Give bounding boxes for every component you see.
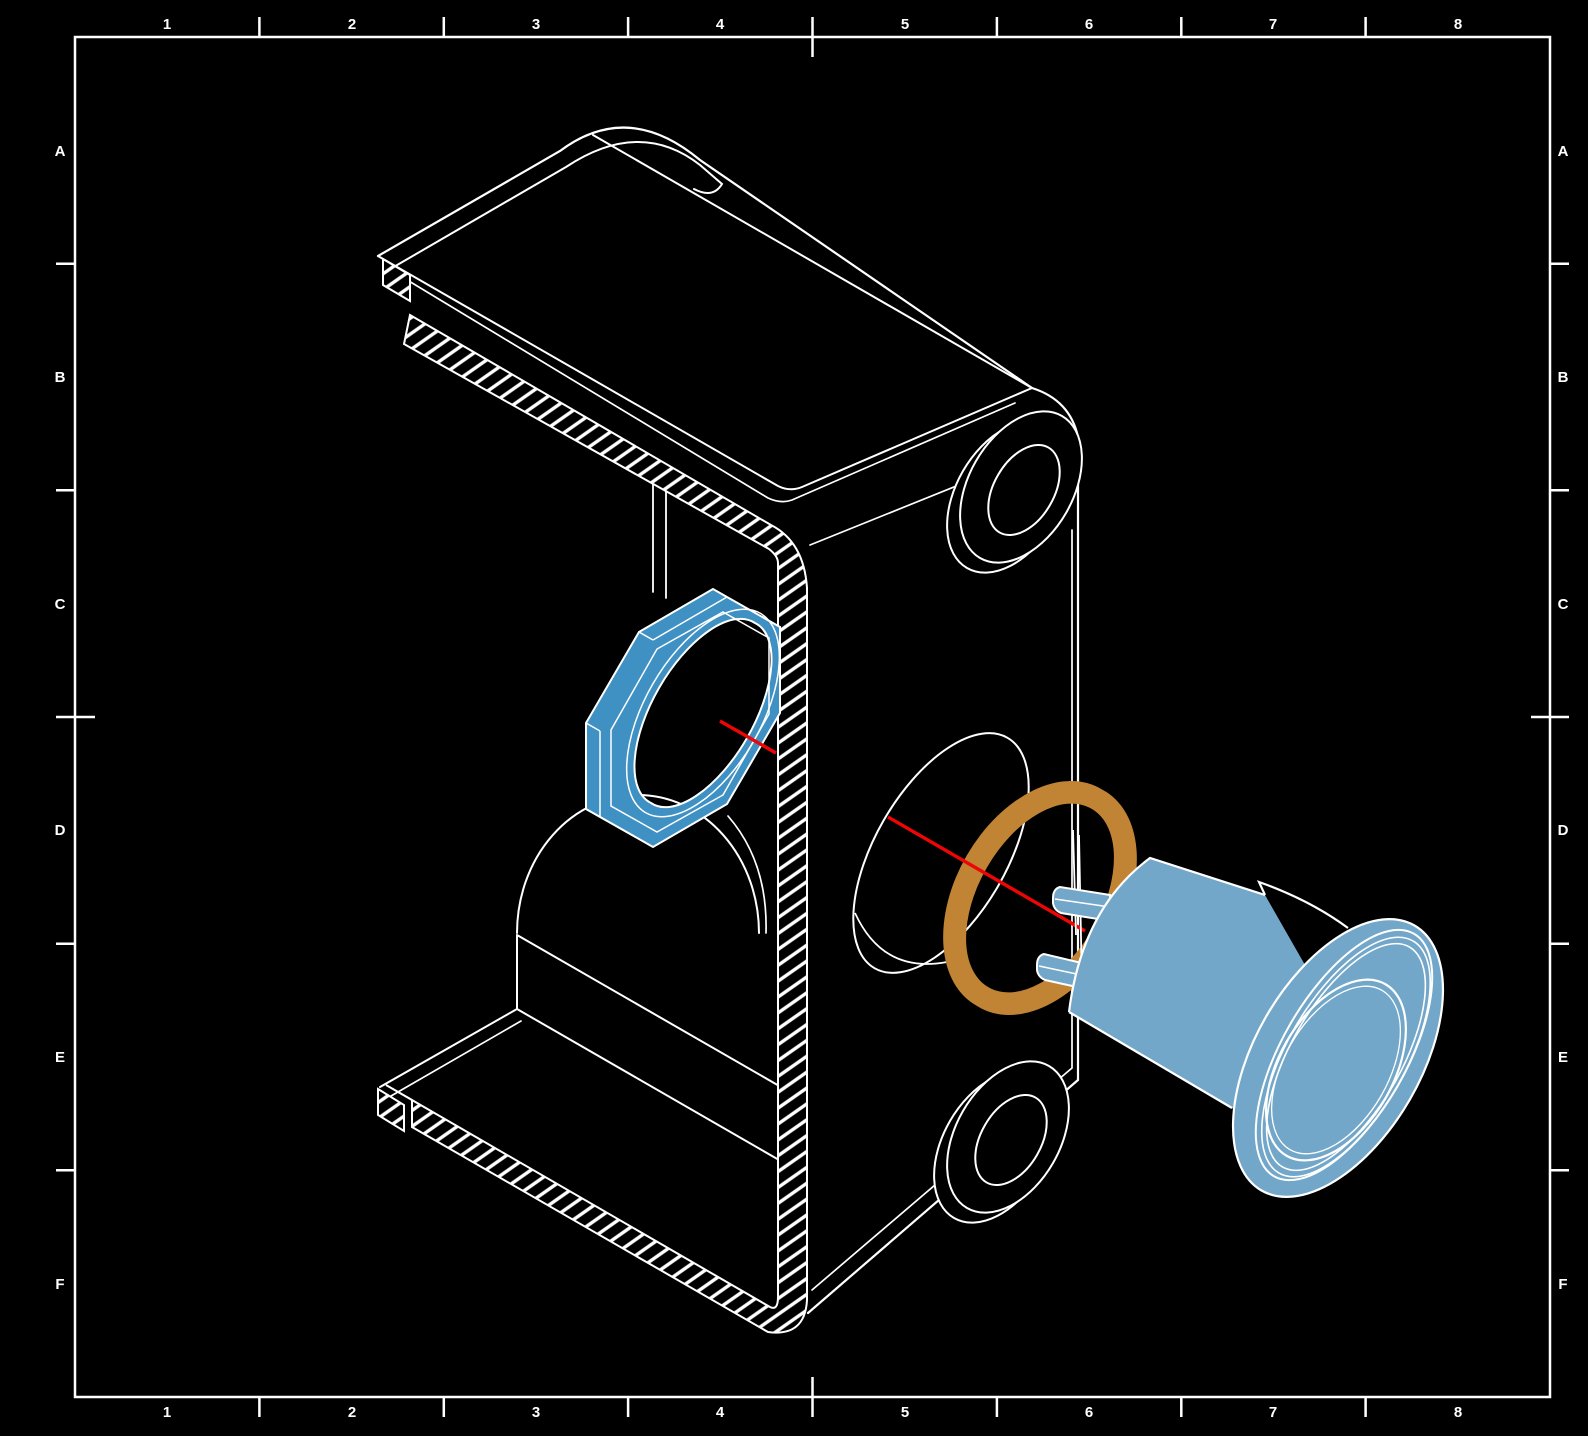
sheet-frame: 1 2 3 4 5 6 7 8 1 2 3 4 5 6 7 8 A B C D …: [55, 16, 1569, 1421]
port-hole-depth-arc: [854, 912, 948, 965]
saddle-base-block: [516, 934, 787, 1165]
centerline-right: [887, 815, 1086, 933]
boss-hole-ellipse: [987, 443, 1061, 537]
grid-col-label: 5: [901, 16, 909, 33]
top-plate-lip-edge: [391, 141, 724, 269]
grid-col-label: 6: [1085, 1404, 1093, 1421]
gasket-chamfer-ring: [625, 608, 781, 818]
plug-pin-blade-top: [1052, 885, 1111, 923]
grid-row-label: E: [1558, 1049, 1568, 1066]
lip-section-stub-bottom: [377, 1087, 405, 1133]
sheet-border: [73, 35, 1552, 1399]
grid-row-label: B: [1558, 369, 1569, 386]
gasket-corner-edges: [585, 588, 728, 848]
gasket-highlight: [585, 587, 781, 849]
port-hole-ellipse: [852, 732, 1030, 974]
grid-col-label: 3: [532, 16, 540, 33]
port-hole: [852, 732, 1030, 974]
grid-col-label: 4: [716, 1404, 725, 1421]
grid-row-label: A: [1558, 143, 1569, 160]
grid-col-label: 6: [1085, 16, 1093, 33]
bottom-flange-left-lip: [390, 1020, 522, 1097]
grid-col-label: 8: [1454, 1404, 1462, 1421]
plug-body-edges: [1067, 856, 1349, 1109]
saddle-depth-arc: [727, 815, 767, 934]
grid-row-label: D: [1558, 822, 1569, 839]
grid-row-label: F: [1558, 1276, 1567, 1293]
grid-col-label: 7: [1269, 16, 1277, 33]
grid-row-label: C: [1558, 596, 1569, 613]
grid-row-label: C: [55, 596, 66, 613]
grid-row-label: B: [55, 369, 66, 386]
grid-row-label: F: [55, 1276, 64, 1293]
grid-col-label: 4: [716, 16, 725, 33]
top-plate-near-lip: [388, 268, 1016, 503]
plug-recess-inner: [1270, 985, 1402, 1155]
top-plate-outer-edge: [376, 126, 1034, 390]
grid-col-label: 2: [348, 1404, 356, 1421]
frame-ticks: [56, 17, 1569, 1417]
plug-recess-rim: [1264, 978, 1408, 1162]
pin-blade-edge: [1054, 898, 1111, 908]
grid-row-label: D: [55, 822, 66, 839]
grid-col-label: 5: [901, 1404, 909, 1421]
grid-col-label: 7: [1269, 1404, 1277, 1421]
boss-hole-ellipse: [974, 1093, 1048, 1187]
grid-col-label: 3: [532, 1404, 540, 1421]
section-cut-face: [385, 313, 808, 1334]
section-hatching: [377, 257, 808, 1334]
grid-col-label: 1: [163, 1404, 171, 1421]
lip-section-stub-top: [382, 257, 411, 303]
pin-blade: [1052, 885, 1111, 923]
grid-row-label: A: [55, 143, 66, 160]
plug-highlight: [1036, 829, 1445, 1198]
boss-bottom-right: [933, 1060, 1070, 1224]
grid-col-label: 1: [163, 16, 171, 33]
top-plate-far-edge: [592, 134, 1033, 389]
grid-col-label: 2: [348, 16, 356, 33]
top-plate-near-edge: [377, 255, 1033, 491]
grid-row-label: E: [55, 1049, 65, 1066]
centerline-left: [719, 719, 777, 755]
bottom-flange-left-edge: [379, 1008, 518, 1088]
boss-top-right: [946, 410, 1083, 574]
grid-col-label: 8: [1454, 16, 1462, 33]
